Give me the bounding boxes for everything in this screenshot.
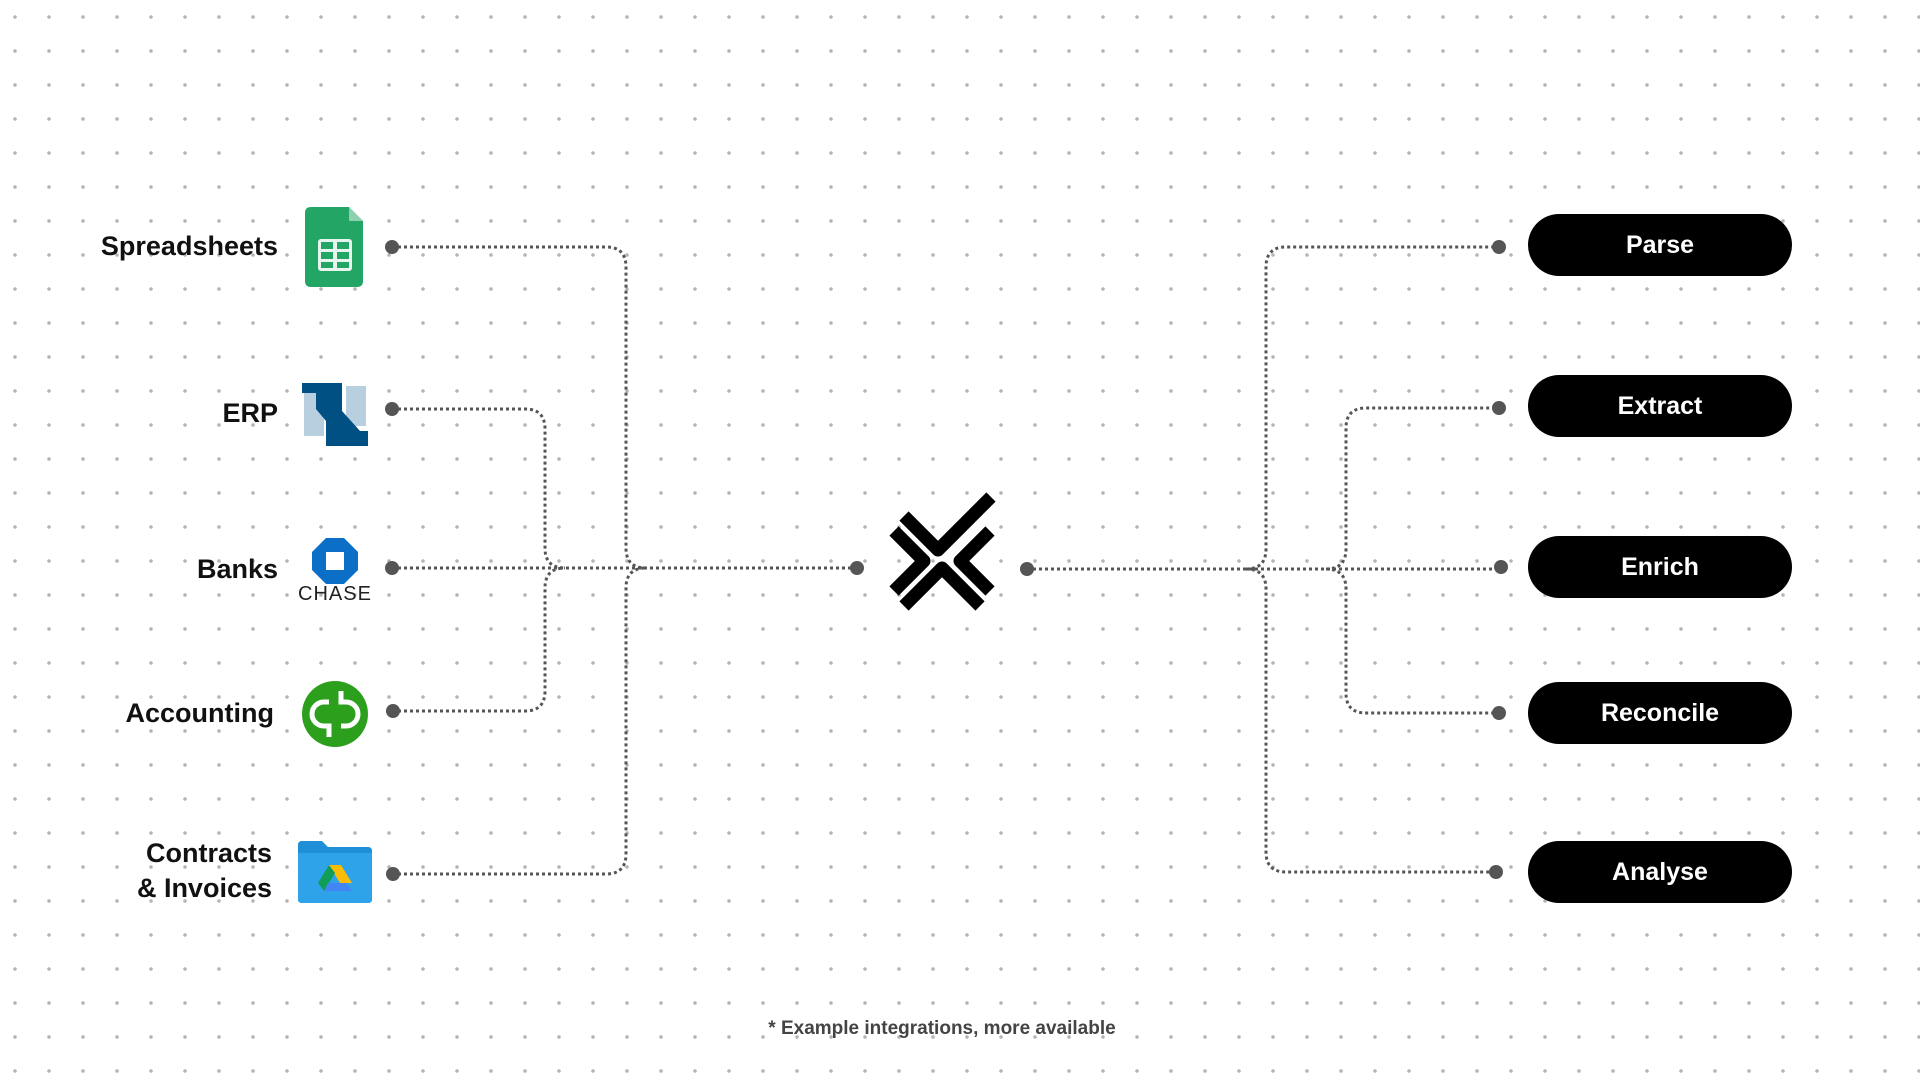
action-dot	[1492, 401, 1506, 415]
action-analyse[interactable]: Analyse	[1528, 841, 1792, 903]
action-dot	[1492, 240, 1506, 254]
connector-spreadsheets	[392, 245, 647, 570]
source-dot	[386, 704, 400, 718]
hub-logo-icon	[889, 492, 996, 611]
chase-icon: CHASE	[294, 538, 376, 605]
quickbooks-icon	[302, 681, 368, 747]
action-parse[interactable]: Parse	[1528, 214, 1792, 276]
source-dot	[385, 561, 399, 575]
source-label-spreadsheets: Spreadsheets	[100, 231, 278, 261]
source-label-erp: ERP	[222, 398, 278, 428]
source-label-accounting: Accounting	[125, 698, 275, 728]
action-dot	[1492, 706, 1506, 720]
chase-wordmark: CHASE	[298, 583, 372, 605]
action-dot	[1489, 865, 1503, 879]
connector-accounting	[392, 566, 566, 713]
source-label-banks: Banks	[196, 554, 278, 584]
source-dot	[385, 240, 399, 254]
connector-analyse	[1245, 567, 1499, 874]
connector-extract	[1325, 406, 1499, 571]
action-enrich[interactable]: Enrich	[1528, 536, 1792, 598]
source-dot	[385, 402, 399, 416]
hub-out-dot	[1020, 562, 1034, 576]
action-extract[interactable]: Extract	[1528, 375, 1792, 437]
connector-reconcile	[1325, 567, 1499, 715]
google-drive-folder-icon	[298, 841, 372, 903]
connector-parse	[1245, 245, 1499, 571]
netsuite-icon	[302, 383, 368, 446]
connector-erp	[392, 407, 566, 570]
google-sheets-icon	[305, 207, 363, 287]
hub-in-dot	[850, 561, 864, 575]
connector-contracts	[392, 566, 647, 876]
footnote: * Example integrations, more available	[768, 1018, 1116, 1039]
action-reconcile[interactable]: Reconcile	[1528, 682, 1792, 744]
source-label-contracts: Contracts & Invoices	[136, 838, 272, 903]
action-dot	[1494, 560, 1508, 574]
source-dot	[386, 867, 400, 881]
